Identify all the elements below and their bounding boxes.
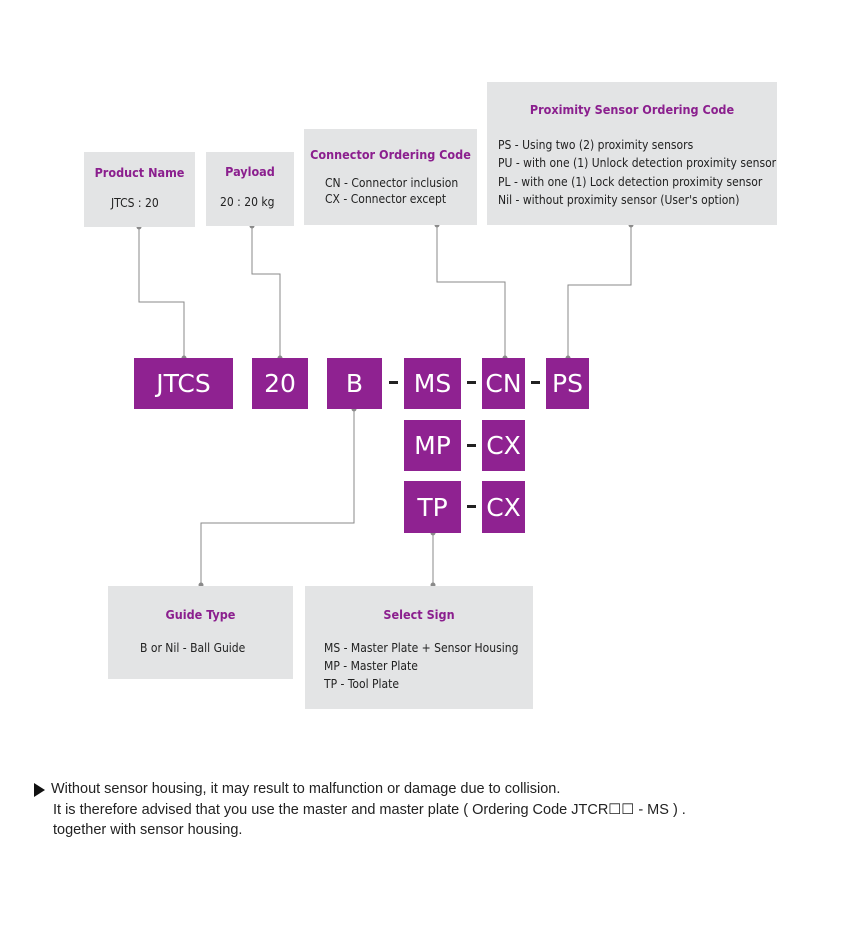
dash-separator bbox=[389, 381, 398, 384]
guide-type-value: B or Nil - Ball Guide bbox=[140, 641, 246, 655]
note-line: Without sensor housing, it may result to… bbox=[51, 781, 561, 797]
line-payload bbox=[251, 226, 281, 358]
proximity-code-line: Nil - without proximity sensor (User's o… bbox=[498, 193, 740, 207]
payload-title: Payload bbox=[225, 164, 275, 179]
dash-separator bbox=[467, 505, 476, 508]
code-tp: TP bbox=[404, 481, 461, 533]
select-sign-line: MP - Master Plate bbox=[324, 659, 418, 673]
note-bullet-icon bbox=[34, 783, 45, 797]
product-name-title: Product Name bbox=[94, 165, 185, 180]
product-name-value: JTCS : 20 bbox=[111, 196, 159, 210]
select-sign-box: Select Sign MS - Master Plate + Sensor H… bbox=[305, 586, 533, 709]
code-cx: CX bbox=[482, 481, 525, 533]
dash-separator bbox=[467, 381, 476, 384]
note-line: together with sensor housing. bbox=[53, 822, 243, 838]
connector-code-box: Connector Ordering Code CN - Connector i… bbox=[304, 129, 477, 225]
guide-type-title: Guide Type bbox=[165, 607, 236, 622]
line-proximity bbox=[567, 225, 632, 358]
code-jtcs: JTCS bbox=[134, 358, 233, 409]
payload-value: 20 : 20 kg bbox=[220, 195, 275, 209]
connector-code-title: Connector Ordering Code bbox=[310, 147, 471, 162]
proximity-code-line: PS - Using two (2) proximity sensors bbox=[498, 138, 694, 152]
code-payload: 20 bbox=[252, 358, 308, 409]
guide-type-box: Guide Type B or Nil - Ball Guide bbox=[108, 586, 293, 679]
select-sign-title: Select Sign bbox=[383, 607, 455, 622]
connector-code-line: CX - Connector except bbox=[325, 192, 447, 206]
dash-separator bbox=[531, 381, 540, 384]
code-cx: CX bbox=[482, 420, 525, 471]
line-guide-type bbox=[200, 409, 355, 585]
code-cn: CN bbox=[482, 358, 525, 409]
payload-box: Payload 20 : 20 kg bbox=[206, 152, 294, 226]
connector-code-line: CN - Connector inclusion bbox=[325, 176, 459, 190]
proximity-code-box: Proximity Sensor Ordering Code PS - Usin… bbox=[487, 82, 777, 225]
note-line: It is therefore advised that you use the… bbox=[53, 802, 686, 818]
line-product-name bbox=[138, 227, 185, 358]
code-ms: MS bbox=[404, 358, 461, 409]
product-name-box: Product Name JTCS : 20 bbox=[84, 152, 195, 227]
proximity-code-line: PL - with one (1) Lock detection proximi… bbox=[498, 175, 763, 189]
line-connector bbox=[436, 225, 506, 358]
proximity-code-line: PU - with one (1) Unlock detection proxi… bbox=[498, 156, 777, 170]
code-guide: B bbox=[327, 358, 382, 409]
dash-separator bbox=[467, 444, 476, 447]
code-mp: MP bbox=[404, 420, 461, 471]
select-sign-line: TP - Tool Plate bbox=[324, 677, 400, 691]
select-sign-line: MS - Master Plate + Sensor Housing bbox=[324, 641, 519, 655]
proximity-code-title: Proximity Sensor Ordering Code bbox=[529, 102, 735, 117]
code-ps: PS bbox=[546, 358, 589, 409]
